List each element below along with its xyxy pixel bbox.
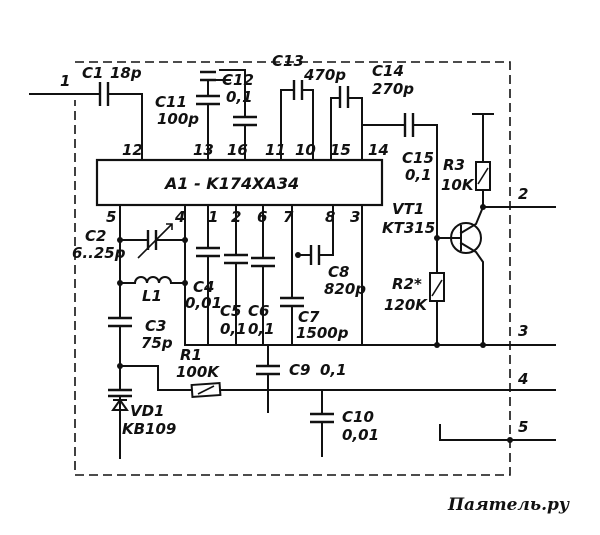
c10-value: 0,01 xyxy=(342,426,379,444)
terminal-4-label: 4 xyxy=(517,370,528,388)
c1-value: 18p xyxy=(110,64,142,82)
pin-10-label: 10 xyxy=(295,141,316,159)
c13-ref: C13 xyxy=(272,52,304,70)
c12-value: 0,1 xyxy=(226,88,253,106)
c10-ref: C10 xyxy=(342,408,374,426)
pin-8-label: 8 xyxy=(325,208,335,226)
c3-value: 75p xyxy=(141,334,173,352)
c4-value: 0,01 xyxy=(185,294,222,312)
c11-value: 100p xyxy=(157,110,199,128)
terminal-3-label: 3 xyxy=(518,322,528,340)
c13-value: 470p xyxy=(303,66,346,84)
l1-ref: L1 xyxy=(142,287,162,305)
r2-ref: R2* xyxy=(392,275,422,293)
c7-value: 1500p xyxy=(296,324,349,342)
pin-14-label: 14 xyxy=(368,141,389,159)
top-wiring xyxy=(29,69,438,346)
terminal-5-label: 5 xyxy=(518,418,528,436)
r3-value: 10K xyxy=(441,176,475,194)
c2-ref: C2 xyxy=(85,227,106,245)
ic-a1-label: A1 - K174XA34 xyxy=(163,174,299,193)
c6-value: 0,1 xyxy=(248,320,275,338)
ic-a1-body xyxy=(95,158,384,207)
pin-1-label: 1 xyxy=(208,208,218,226)
r2-value: 120K xyxy=(384,296,428,314)
c3-ref: C3 xyxy=(145,317,166,335)
vt1-ref: VT1 xyxy=(392,200,424,218)
c5-ref: C5 xyxy=(220,302,241,320)
pin-12-label: 12 xyxy=(122,141,143,159)
pin-5-label: 5 xyxy=(106,208,116,226)
c8-value: 820p xyxy=(324,280,366,298)
pin-13-label: 13 xyxy=(193,141,214,159)
module-boundary xyxy=(74,61,511,476)
c7-ref: C7 xyxy=(298,308,320,326)
r1-ref: R1 xyxy=(180,346,202,364)
vt1-value: KT315 xyxy=(382,219,435,237)
c12-ref: C12 xyxy=(222,71,254,89)
c4-ref: C4 xyxy=(193,278,214,296)
transistor-stage xyxy=(429,113,556,348)
r1-value: 100K xyxy=(176,363,220,381)
pin-3-label: 3 xyxy=(350,208,360,226)
vd1-ref: VD1 xyxy=(130,402,165,420)
pin-4-label: 4 xyxy=(174,208,185,226)
c1-ref: C1 xyxy=(82,64,103,82)
pin-11-label: 11 xyxy=(265,141,286,159)
pin-15-label: 15 xyxy=(330,141,351,159)
c11-ref: C11 xyxy=(155,93,187,111)
pin-16-label: 16 xyxy=(227,141,248,159)
c8-ref: C8 xyxy=(328,263,349,281)
c9-ref: C9 xyxy=(289,361,310,379)
r3-ref: R3 xyxy=(443,156,465,174)
bottom-wiring xyxy=(108,204,556,459)
c5-value: 0,1 xyxy=(220,320,247,338)
terminal-2-label: 2 xyxy=(518,185,528,203)
c15-value: 0,1 xyxy=(405,166,432,184)
c14-value: 270p xyxy=(372,80,414,98)
c2-value: 6..25p xyxy=(72,244,126,262)
c14-ref: C14 xyxy=(372,62,404,80)
vd1-value: KB109 xyxy=(122,420,176,438)
c6-ref: C6 xyxy=(248,302,269,320)
pin-7-label: 7 xyxy=(283,208,294,226)
watermark-text: Паяmель.ру xyxy=(447,495,570,515)
c15-ref: C15 xyxy=(402,149,434,167)
c9-value: 0,1 xyxy=(320,361,347,379)
terminal-1-label: 1 xyxy=(60,72,70,90)
